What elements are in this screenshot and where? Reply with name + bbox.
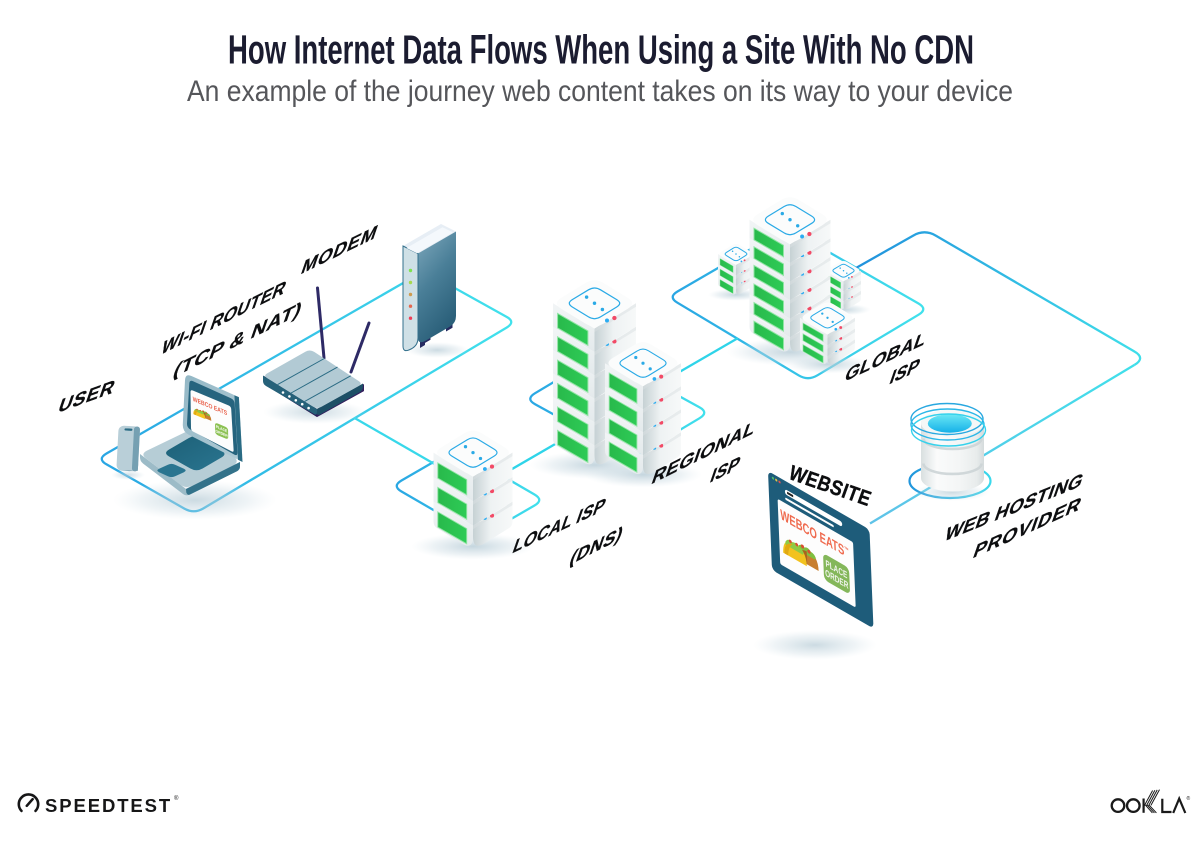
svg-text:PLACE: PLACE <box>216 425 228 434</box>
svg-text:An example of the journey web: An example of the journey web content ta… <box>187 75 1013 108</box>
svg-text:®: ® <box>1187 795 1191 802</box>
svg-text:SPEEDTEST: SPEEDTEST <box>45 795 172 816</box>
svg-text:How Internet Data Flows When U: How Internet Data Flows When Using a Sit… <box>228 27 974 73</box>
svg-text:®: ® <box>174 795 179 802</box>
svg-text:ORDER: ORDER <box>215 429 228 438</box>
